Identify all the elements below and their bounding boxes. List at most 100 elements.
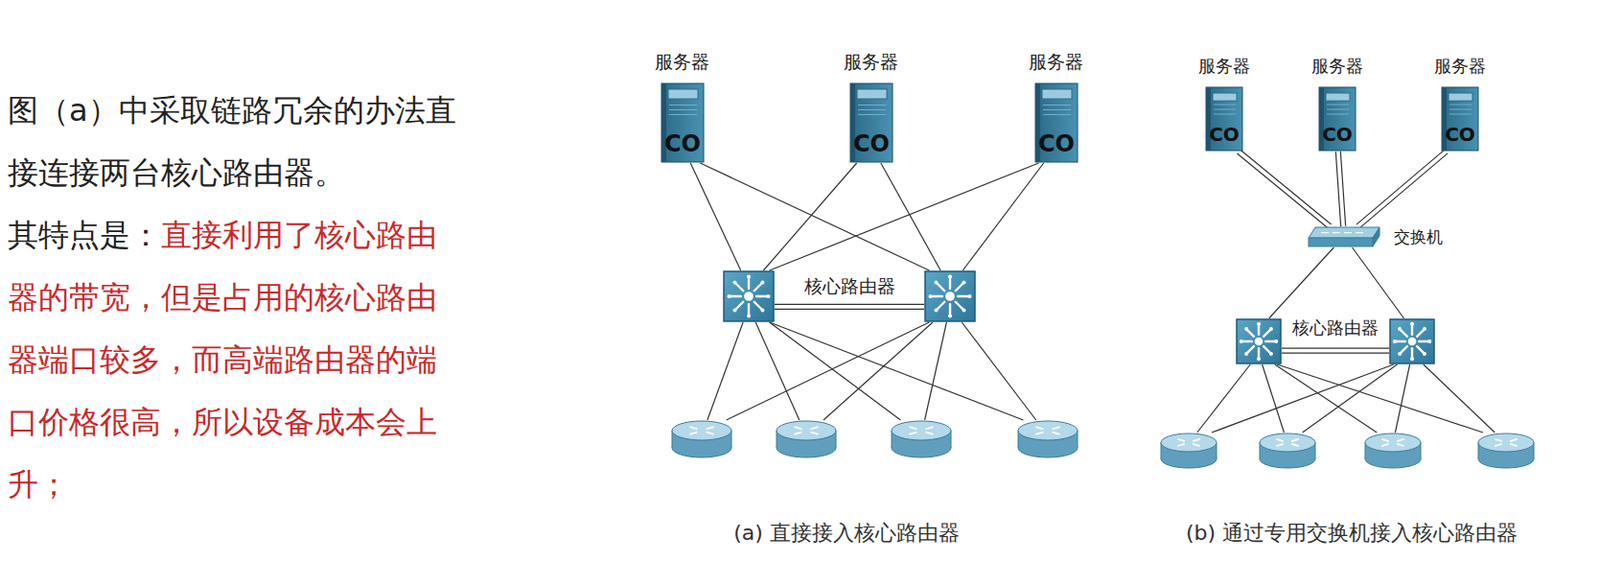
server-marking: CO	[1208, 124, 1240, 144]
link-line	[707, 322, 743, 420]
server-node: 服务器CO	[849, 82, 894, 163]
router-node	[890, 419, 952, 459]
router-icon	[1159, 432, 1218, 469]
core-node	[1389, 318, 1436, 365]
description-lead: 其特点是：	[7, 216, 162, 254]
figure-caption: (b) 通过专用交换机接入核心路由器	[1182, 520, 1521, 546]
router-node	[671, 419, 733, 459]
router-icon	[890, 419, 952, 459]
network-link	[1262, 364, 1285, 433]
core-icon	[1389, 318, 1436, 365]
core-icon	[924, 270, 976, 323]
server-label: 服务器	[843, 51, 899, 72]
link-line	[699, 162, 929, 271]
link-line	[726, 322, 930, 420]
paragraph: 图（a）中采取链路冗余的办法直接连接两台核心路由器。	[7, 79, 464, 205]
network-link	[1197, 364, 1251, 433]
server-marking: CO	[1444, 124, 1476, 144]
network-link	[962, 162, 1044, 271]
network-link	[707, 322, 743, 420]
router-icon	[1477, 432, 1535, 469]
server-node: 服务器CO	[1034, 82, 1079, 163]
link-line	[1335, 151, 1345, 227]
network-link	[823, 322, 933, 420]
link-line	[1281, 347, 1390, 353]
server-label: 服务器	[1198, 56, 1251, 76]
router-node	[1017, 419, 1079, 459]
redundant-link	[1335, 151, 1345, 227]
link-line	[1275, 364, 1377, 433]
router-icon	[775, 419, 837, 459]
server-marking: CO	[853, 132, 890, 156]
link-line	[769, 322, 1024, 420]
router-node	[1477, 432, 1535, 469]
server-label: 服务器	[1311, 56, 1364, 76]
server-marking: CO	[1321, 124, 1353, 144]
redundant-link	[1281, 347, 1390, 353]
network-link	[769, 322, 902, 420]
network-link	[925, 322, 948, 420]
network-link	[1275, 364, 1377, 433]
network-link	[1269, 247, 1335, 319]
network-link	[1276, 364, 1484, 433]
redundant-link	[1236, 149, 1331, 229]
figure-caption: (a) 直接接入核心路由器	[730, 520, 963, 546]
server-node: 服务器CO	[1440, 86, 1480, 152]
link-line	[823, 322, 933, 420]
network-link	[1394, 364, 1410, 433]
server-node: 服务器CO	[660, 82, 705, 163]
core-icon	[722, 270, 775, 323]
link-line	[1236, 149, 1331, 229]
core-node	[924, 270, 976, 323]
network-link	[699, 162, 929, 271]
network-link	[1423, 364, 1495, 433]
network-link	[961, 322, 1037, 420]
redundant-link	[1356, 149, 1448, 229]
link-line	[1276, 364, 1484, 433]
link-line	[1211, 364, 1394, 433]
router-icon	[671, 419, 733, 459]
router-node	[1159, 432, 1218, 469]
switch-icon	[1307, 226, 1381, 248]
network-link	[726, 322, 930, 420]
network-link	[1211, 364, 1394, 433]
link-line	[769, 162, 1040, 271]
link-line	[961, 322, 1037, 420]
link-line	[1356, 149, 1448, 229]
paragraph: 其特点是：直接利用了核心路由器的带宽，但是占用的核心路由器端口较多，而高端路由器…	[7, 204, 464, 516]
link-line	[1394, 364, 1410, 433]
link-line	[1262, 364, 1285, 433]
link-line	[1352, 247, 1405, 319]
link-line	[769, 322, 902, 420]
network-link	[755, 322, 800, 420]
link-line	[881, 162, 941, 271]
core-node	[722, 270, 775, 323]
link-line	[925, 322, 948, 420]
network-link	[769, 162, 1040, 271]
link-line	[1269, 247, 1335, 319]
description-highlight: 直接利用了核心路由器的带宽，但是占用的核心路由器端口较多，而高端路由器的端口价格…	[7, 216, 438, 503]
router-node	[1364, 432, 1422, 469]
link-label: 核心路由器	[801, 275, 899, 298]
server-node: 服务器CO	[1318, 86, 1357, 152]
server-marking: CO	[664, 132, 701, 156]
network-link	[769, 322, 1024, 420]
network-link	[1302, 364, 1398, 433]
router-icon	[1017, 419, 1079, 459]
network-link	[881, 162, 941, 271]
core-node	[1235, 318, 1282, 365]
link-line	[755, 322, 800, 420]
redundant-link	[774, 303, 925, 309]
description-text: 图（a）中采取链路冗余的办法直接连接两台核心路由器。 其特点是：直接利用了核心路…	[7, 79, 464, 516]
core-icon	[1235, 318, 1282, 365]
router-icon	[1364, 432, 1422, 469]
server-label: 服务器	[1028, 51, 1084, 72]
link-line	[1197, 364, 1251, 433]
network-link	[1352, 247, 1405, 319]
link-line	[774, 303, 925, 309]
router-icon	[1258, 432, 1317, 469]
link-line	[1302, 364, 1398, 433]
server-node: 服务器CO	[1205, 86, 1244, 152]
server-marking: CO	[1038, 132, 1075, 156]
